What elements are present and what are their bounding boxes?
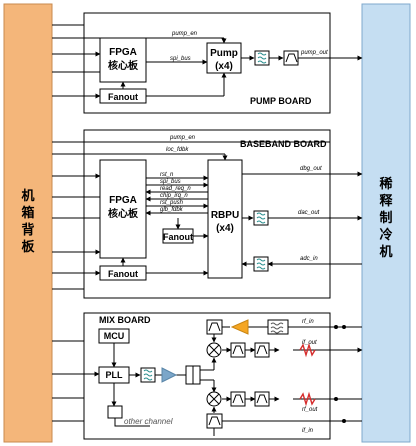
backplane-label-2: 背 (21, 222, 34, 238)
backplane-column: 机 箱 背 板 (3, 3, 53, 443)
baseband-signal-rst-n: rst_n (160, 172, 174, 178)
cooler-label-4: 机 (379, 244, 392, 260)
pump-label-1: (x4) (215, 61, 233, 72)
backplane-label-1: 箱 (21, 205, 34, 221)
baseband-signal-dac-out: dac_out (298, 210, 320, 216)
mix-board-components (143, 319, 346, 429)
baseband-fanout-bottom-label: Fanout (108, 269, 138, 279)
pll-label: PLL (106, 370, 124, 380)
pump-fpga-label-1: 核心板 (108, 59, 139, 72)
baseband-board (52, 129, 363, 299)
baseband-transformer-icon (256, 212, 266, 270)
baseband-signal-pump-en: pump_en (169, 135, 196, 141)
baseband-signal-adc-in: adc_in (300, 256, 318, 262)
baseband-fpga-label-1: 核心板 (108, 207, 139, 220)
cooler-column: 稀 释 制 冷 机 (361, 3, 411, 443)
cooler-label-3: 冷 (379, 227, 392, 243)
pump-fanout-label: Fanout (108, 92, 138, 102)
cooler-label-2: 制 (379, 210, 392, 226)
mix-board (52, 312, 363, 440)
backplane-label-3: 板 (21, 239, 35, 255)
rbpu-label-0: RBPU (211, 210, 239, 221)
pump-label-0: Pump (210, 48, 238, 59)
mix-signal-if-out-top: if_out (302, 340, 317, 346)
mix-board-pll-feed (114, 418, 150, 427)
baseband-board-title: BASEBAND BOARD (240, 139, 327, 149)
pump-fpga-label-0: FPGA (109, 47, 137, 58)
mix-board-title: MIX BOARD (99, 315, 151, 325)
baseband-signal-glb-fdbk: glb_fdbk (160, 207, 184, 213)
mcu-label: MCU (104, 331, 125, 341)
baseband-signal-chip-irq-n: chip_irq_n (160, 193, 188, 199)
backplane-label-0: 机 (21, 188, 34, 204)
pump-signal-pump-en: pump_en (171, 31, 198, 37)
cooler-label-1: 释 (379, 193, 393, 209)
pump-board-filter-icon (285, 53, 298, 63)
baseband-signal-loc-fdbk: loc_fdbk (166, 147, 189, 153)
baseband-fanout-inner-label: Fanout (163, 232, 193, 242)
baseband-fpga-label-0: FPGA (109, 195, 137, 206)
baseband-signal-spi-bus: spi_bus (160, 179, 181, 185)
pump-board (52, 12, 363, 114)
pump-board-transformer-icon (257, 52, 267, 64)
rbpu-label-1: (x4) (216, 223, 234, 234)
mix-signal-rf-out: rf_out (302, 407, 318, 413)
pump-board-title: PUMP BOARD (250, 96, 312, 106)
baseband-signal-dbg-out: dbg_out (300, 166, 322, 172)
mix-signal-rf-in-top: rf_in (302, 319, 314, 325)
mix-signal-if-in: if_in (302, 428, 314, 434)
other-channel-label: other channel (124, 417, 173, 426)
pump-signal-spi-bus: spi_bus (170, 56, 191, 62)
pump-signal-pump-out: pump_out (300, 50, 328, 56)
baseband-signal-read-req-n: read_req_n (160, 186, 191, 192)
cooler-label-0: 稀 (379, 176, 392, 192)
baseband-signal-rst-push: rst_push (160, 200, 184, 206)
